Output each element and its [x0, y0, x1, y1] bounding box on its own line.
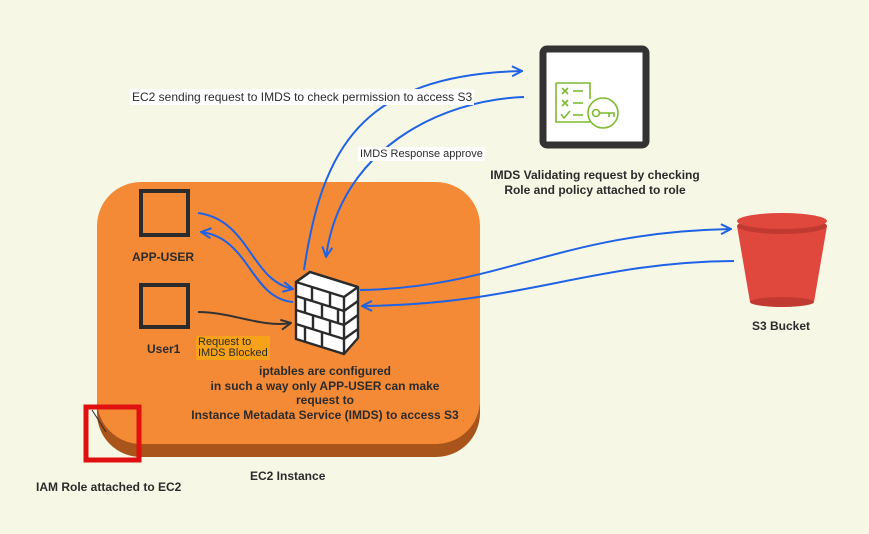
arrow-s3-to-firewall [362, 260, 735, 306]
iptables-line3: request to [295, 393, 354, 407]
app-user-label: APP-USER [132, 250, 195, 264]
user1-icon [139, 283, 190, 329]
arrow-firewall-to-app-user [201, 232, 294, 303]
imds-validating-line2: Role and policy attached to role [504, 183, 686, 197]
user1-label: User1 [147, 342, 181, 356]
imds-validating-label: IMDS Validating request by checking Role… [470, 168, 720, 198]
iptables-line2: in such a way only APP-USER can make [210, 378, 440, 393]
iptables-line4: Instance Metadata Service (IMDS) to acce… [191, 407, 459, 422]
arrow-imds-to-firewall [326, 96, 525, 257]
blocked-line2: IMDS Blocked [198, 347, 268, 359]
imds-checklist-key-icon [539, 45, 650, 149]
s3-bucket-label: S3 Bucket [752, 319, 811, 333]
ec2-request-label: EC2 sending request to IMDS to check per… [130, 89, 475, 105]
firewall-icon [294, 270, 360, 356]
ec2-instance-label: EC2 Instance [250, 469, 326, 483]
blocked-request-label: Request to IMDS Blocked [196, 336, 270, 360]
app-user-icon [139, 189, 190, 237]
arrow-firewall-to-s3 [359, 229, 731, 291]
s3-bucket-icon [737, 213, 827, 307]
imds-response-label: IMDS Response approve [358, 147, 485, 161]
iam-role-icon [83, 404, 142, 463]
blocked-line1: Request to [198, 336, 252, 348]
arrow-app-user-to-firewall [197, 212, 293, 289]
iptables-description: iptables are configured in such a way on… [170, 364, 480, 422]
arrows [197, 71, 735, 324]
iam-role-label: IAM Role attached to EC2 [36, 480, 182, 494]
imds-validating-line1: IMDS Validating request by checking [490, 168, 700, 182]
arrow-firewall-to-imds [303, 71, 522, 271]
iptables-line1: iptables are configured [258, 364, 392, 378]
arrow-user1-blocked [197, 311, 291, 324]
